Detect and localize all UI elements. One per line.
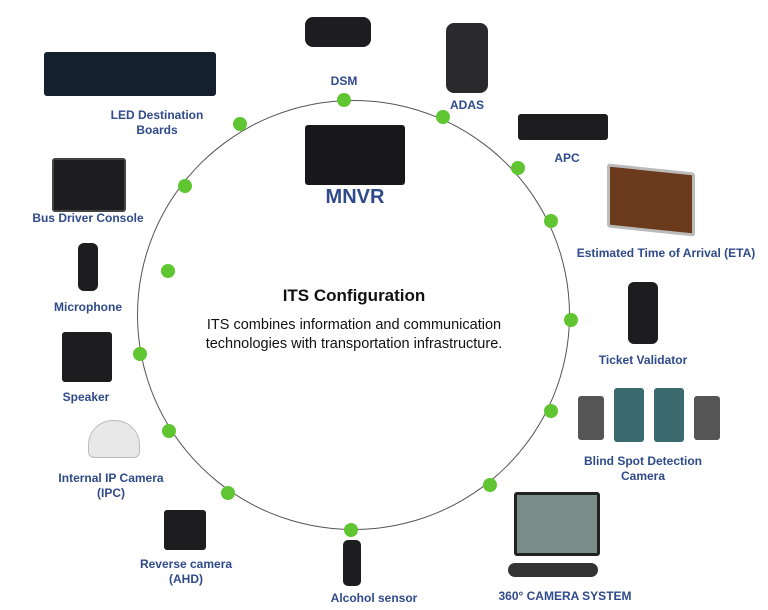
- label-reverse-camera: Reverse camera(AHD): [139, 557, 233, 586]
- node-adas: [436, 110, 450, 124]
- ticket-validator-image: [628, 282, 658, 344]
- label-alcohol-sensor: Alcohol sensor: [330, 591, 418, 605]
- blind-spot-monitor-right-image: [654, 388, 684, 442]
- label-adas: ADAS: [449, 98, 485, 112]
- label-microphone: Microphone: [54, 300, 122, 314]
- bus-driver-console-image: [52, 158, 126, 212]
- node-apc: [511, 161, 525, 175]
- node-360: [483, 478, 497, 492]
- node-eta: [544, 214, 558, 228]
- node-ticket: [564, 313, 578, 327]
- node-reverse: [221, 486, 235, 500]
- 360-cameras-image: [508, 563, 598, 577]
- dsm-camera-image: [305, 17, 371, 47]
- node-ipc: [162, 424, 176, 438]
- node-dsm: [337, 93, 351, 107]
- adas-device-image: [446, 23, 488, 93]
- label-dsm: DSM: [330, 74, 358, 88]
- hub-label-mnvr: MNVR: [325, 186, 385, 208]
- diagram-title: ITS Configuration: [282, 286, 426, 305]
- alcohol-sensor-image: [343, 540, 361, 586]
- label-speaker: Speaker: [62, 390, 110, 404]
- label-eta: Estimated Time of Arrival (ETA): [576, 246, 756, 260]
- 360-camera-monitor-image: [514, 492, 600, 556]
- label-ip-camera: Internal IP Camera(IPC): [58, 471, 164, 500]
- eta-board-image: [607, 163, 695, 237]
- speaker-image: [62, 332, 112, 382]
- mnvr-device-image: [305, 125, 405, 185]
- node-microphone: [161, 264, 175, 278]
- blind-spot-camera-left-image: [578, 396, 604, 440]
- node-console: [178, 179, 192, 193]
- label-bus-driver-console: Bus Driver Console: [32, 211, 144, 225]
- blind-spot-monitor-left-image: [614, 388, 644, 442]
- label-apc: APC: [554, 151, 580, 165]
- node-alcohol: [344, 523, 358, 537]
- label-360-camera: 360° CAMERA SYSTEM: [498, 589, 632, 603]
- diagram-description: ITS combines information and communicati…: [205, 317, 503, 352]
- node-led: [233, 117, 247, 131]
- label-ticket-validator: Ticket Validator: [598, 353, 688, 367]
- led-destination-board-image: [44, 52, 216, 96]
- microphone-image: [78, 243, 98, 291]
- apc-device-image: [518, 114, 608, 140]
- blind-spot-camera-right-image: [694, 396, 720, 440]
- node-blind-spot: [544, 404, 558, 418]
- ip-camera-image: [88, 420, 140, 458]
- node-speaker: [133, 347, 147, 361]
- reverse-camera-image: [164, 510, 206, 550]
